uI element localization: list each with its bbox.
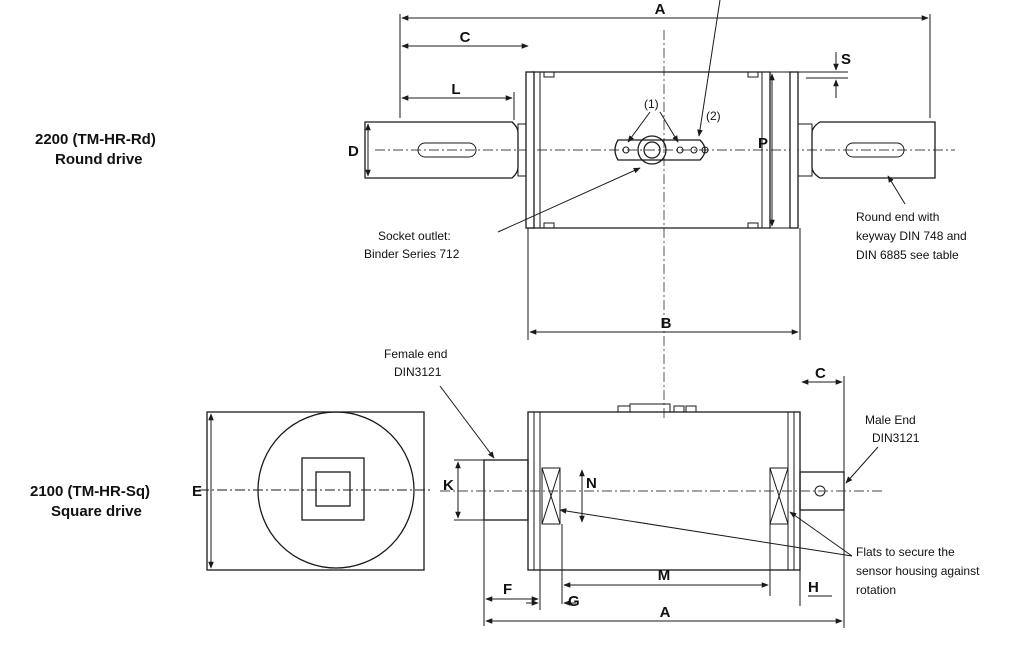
dim-label-c-bottom: C	[815, 365, 826, 382]
flat-left	[541, 467, 561, 525]
dimension-d: D	[348, 123, 371, 177]
end-view-square-outline	[206, 411, 425, 571]
left-round-shaft	[364, 121, 519, 179]
round-drive-title-1: 2200 (TM-HR-Rd)	[35, 131, 156, 148]
dim-label-g: G	[568, 593, 580, 610]
dim-label-b: B	[661, 315, 672, 332]
dimension-c-bottom: C	[801, 365, 845, 472]
dimension-k: K	[443, 459, 484, 521]
dim-label-n: N	[586, 475, 597, 492]
dim-label-d: D	[348, 143, 359, 160]
flats-note-1: Flats to secure the	[856, 545, 955, 559]
marker-2: (2)	[706, 109, 721, 123]
right-keyway	[845, 142, 905, 158]
square-drive-title-2: Square drive	[51, 503, 142, 520]
female-note-2: DIN3121	[394, 365, 442, 379]
dim-label-a-bottom: A	[660, 604, 671, 621]
round-end-note-2: keyway DIN 748 and	[856, 229, 967, 243]
socket-outlet	[614, 139, 706, 161]
dim-label-c-top: C	[460, 29, 471, 46]
flat-right	[769, 467, 789, 525]
dimension-c-top: C	[401, 29, 529, 49]
dim-label-f: F	[503, 581, 512, 598]
dim-label-a-top: A	[655, 1, 666, 18]
dimension-f: F	[483, 520, 541, 626]
square-drive-view	[199, 403, 885, 571]
dimension-a-bottom: A	[485, 510, 845, 628]
dim-label-h: H	[808, 579, 819, 596]
round-drive-title-2: Round drive	[55, 151, 143, 168]
male-note-2: DIN3121	[872, 431, 920, 445]
socket-note-2: Binder Series 712	[364, 247, 460, 261]
dim-label-l: L	[451, 81, 460, 98]
male-note-1: Male End	[865, 413, 916, 427]
dimension-g: G	[526, 593, 580, 610]
dimension-a-top: A	[399, 1, 931, 118]
dim-label-p: P	[758, 135, 768, 152]
dimension-e: E	[192, 413, 214, 569]
left-keyway	[417, 142, 477, 158]
dim-label-s: S	[841, 51, 851, 68]
square-drive-hole	[315, 471, 351, 507]
socket-note-1: Socket outlet:	[378, 229, 451, 243]
dimension-h: H	[799, 570, 832, 606]
dimension-l: L	[401, 81, 515, 120]
dimension-b: B	[527, 228, 801, 340]
dimension-s: S	[790, 51, 851, 98]
female-end	[483, 459, 529, 521]
female-note-1: Female end	[384, 347, 447, 361]
dim-label-m: M	[658, 567, 671, 584]
flats-note-3: rotation	[856, 583, 896, 597]
dim-label-e: E	[192, 483, 202, 500]
dim-label-k: K	[443, 477, 454, 494]
square-drive-title-1: 2100 (TM-HR-Sq)	[30, 483, 150, 500]
flats-note-2: sensor housing against	[856, 564, 980, 578]
dimension-m: M	[561, 524, 771, 604]
marker-1: (1)	[644, 97, 659, 111]
round-end-note-3: DIN 6885 see table	[856, 248, 959, 262]
dimension-p: P	[758, 73, 775, 227]
round-end-note-1: Round end with	[856, 210, 939, 224]
end-view-circle	[257, 411, 415, 569]
